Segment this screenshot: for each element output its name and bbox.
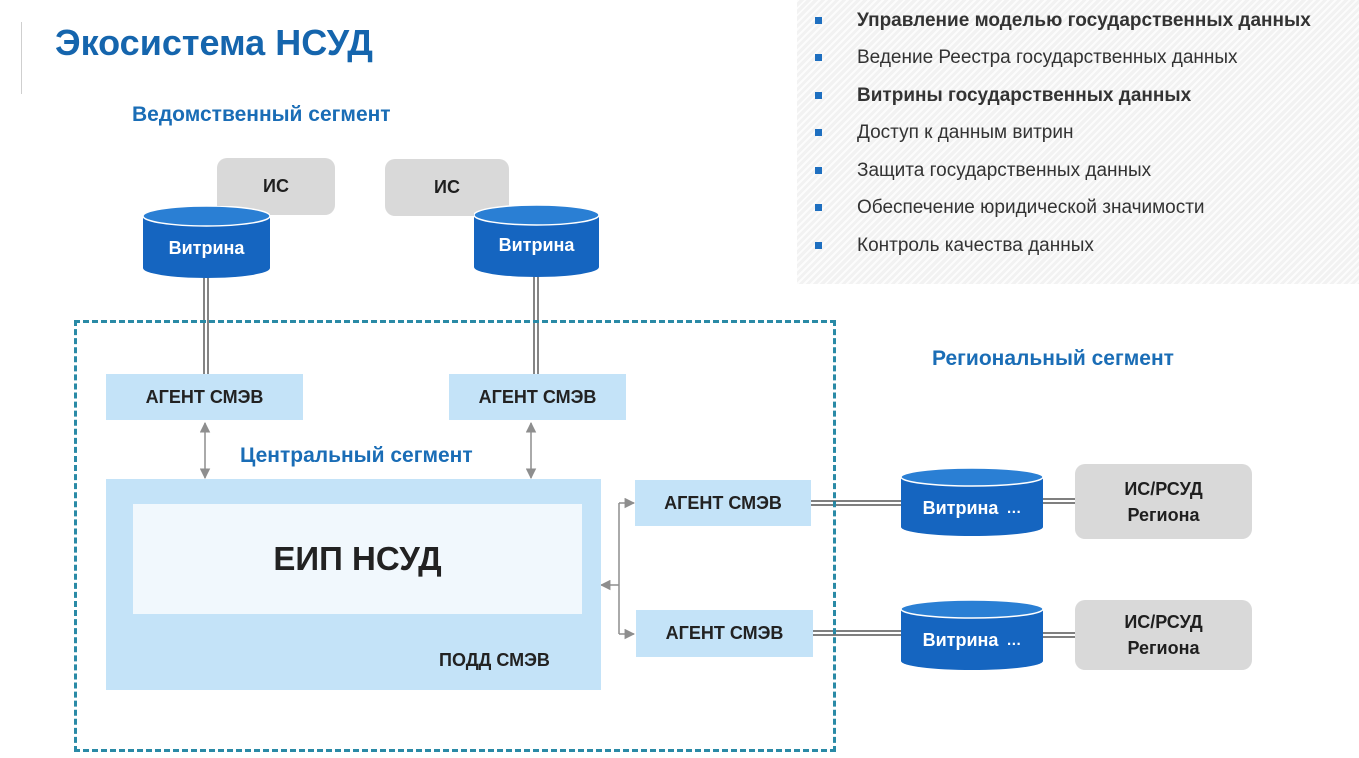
square-bullet-icon [815,204,822,211]
cylinder-database-icon [901,468,1043,536]
is-rsud-box: ИС/РСУД Региона [1075,600,1252,670]
vitrina-label: Витрина [498,234,575,255]
agent-smev-box: АГЕНТ СМЭВ [449,374,626,420]
square-bullet-icon [815,17,822,24]
square-bullet-icon [815,242,822,249]
function-item-label: Доступ к данным витрин [857,121,1074,143]
function-item: Защита государственных данных [815,152,1151,189]
regional-link-1 [811,500,903,506]
agent-smev-box: АГЕНТ СМЭВ [106,374,303,420]
is-rsud-line2: Региона [1127,638,1200,658]
podd-smev-label: ПОДД СМЭВ [439,650,550,670]
vitrina-label-text: Витрина [922,497,999,518]
eip-nsud-label: ЕИП НСУД [273,540,442,577]
cylinder-database-icon [474,205,599,277]
vitrina-cylinder: Витрина [143,206,270,278]
vitrina-label: Витрина … [901,620,1043,660]
function-item-label: Витрины государственных данных [857,84,1192,106]
central-regional-bracket [599,497,636,640]
vitrina-label: Витрина … [901,488,1043,528]
departmental-segment-label: Ведомственный сегмент [132,103,391,126]
function-item: Ведение Реестра государственных данных [815,39,1238,76]
function-item-label: Обеспечение юридической значимости [857,196,1205,218]
departmental-link-2 [533,274,539,374]
square-bullet-icon [815,129,822,136]
central-segment-label: Центральный сегмент [240,444,473,467]
central-segment-boundary [74,320,836,752]
function-item: Витрины государственных данных [815,77,1191,114]
square-bullet-icon [815,54,822,61]
cylinder-database-icon [901,600,1043,670]
square-bullet-icon [815,167,822,174]
regional-link-4 [1042,632,1075,638]
regional-link-3 [1042,498,1075,504]
is-box: ИС [385,159,509,216]
function-item: Контроль качества данных [815,227,1094,264]
function-item-label: Управление моделью государственных данны… [857,9,1311,31]
agent-smev-box: АГЕНТ СМЭВ [636,610,813,657]
square-bullet-icon [815,92,822,99]
functions-panel: Управление моделью государственных данны… [797,0,1359,284]
function-item-label: Контроль качества данных [857,234,1094,256]
page-title: Экосистема НСУД [55,22,373,63]
vitrina-ellipsis: … [1006,631,1022,649]
agent-smev-box: АГЕНТ СМЭВ [635,480,811,526]
is-rsud-line1: ИС/РСУД [1124,478,1203,499]
is-rsud-box: ИС/РСУД Региона [1075,464,1252,539]
function-item-label: Ведение Реестра государственных данных [857,46,1238,68]
function-item-label: Защита государственных данных [857,159,1152,181]
regional-link-2 [813,630,903,636]
vitrina-cylinder: Витрина … [901,600,1043,670]
cylinder-database-icon [143,206,270,278]
is-box: ИС [217,158,335,215]
function-item: Обеспечение юридической значимости [815,189,1205,226]
departmental-link-1 [203,276,209,374]
function-item: Управление моделью государственных данны… [815,2,1311,39]
function-item: Доступ к данным витрин [815,114,1073,151]
is-rsud-line2: Региона [1127,504,1200,525]
regional-segment-label: Региональный сегмент [932,347,1174,370]
vitrina-ellipsis: … [1006,499,1022,517]
vitrina-label: Витрина [168,237,245,258]
vitrina-cylinder: Витрина [474,205,599,277]
vitrina-cylinder: Витрина … [901,468,1043,536]
vitrina-label-text: Витрина [922,629,999,650]
left-divider-line [21,22,22,94]
is-rsud-line1: ИС/РСУД [1124,612,1203,632]
eip-nsud-box: ЕИП НСУД [133,504,582,614]
